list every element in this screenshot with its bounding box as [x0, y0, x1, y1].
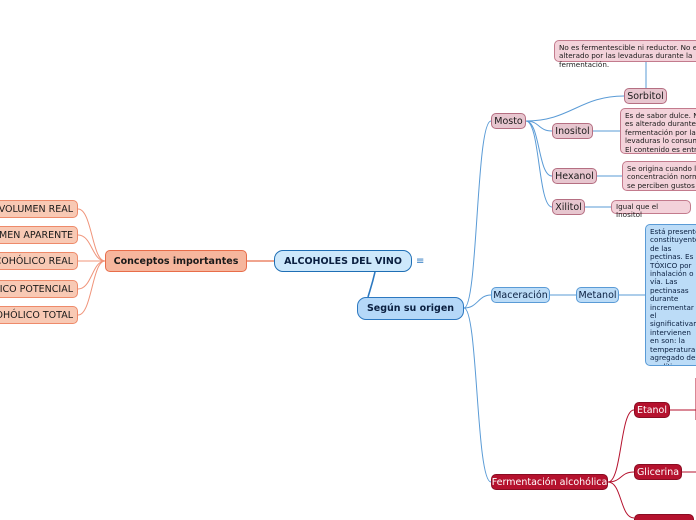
central-topic-label: ALCOHOLES DEL VINO — [284, 255, 402, 267]
fermentacion-child-node[interactable] — [634, 514, 694, 520]
concepto-item-label: GRADO ALCOHÓLICO REAL — [0, 255, 73, 267]
concepto-item[interactable]: GRADO ALCOHÓLICO REAL — [0, 252, 78, 270]
inositol-node[interactable]: Inositol — [552, 123, 593, 139]
concepto-item-label: GRADO ALCOHÓLICO POTENCIAL — [0, 283, 73, 295]
inositol-note-text: Es de sabor dulce. No es alterado durant… — [625, 111, 696, 154]
metanol-note: Está presente constituyente de las pecti… — [645, 224, 696, 366]
conceptos-importantes-topic[interactable]: Conceptos importantes — [105, 250, 247, 272]
sorbitol-node[interactable]: Sorbitol — [624, 88, 667, 104]
concepto-item[interactable]: VOLUMEN REAL — [0, 200, 78, 218]
etanol-node[interactable]: Etanol — [634, 402, 670, 418]
glicerina-node[interactable]: Glicerina — [634, 464, 682, 480]
concepto-item-label: GRADO ALCOHÓLICO TOTAL — [0, 309, 73, 321]
conceptos-label: Conceptos importantes — [113, 255, 239, 267]
xilitol-label: Xilitol — [555, 201, 582, 213]
maceracion-label: Maceración — [493, 289, 548, 301]
segun-su-origen-topic[interactable]: Según su origen — [357, 297, 464, 320]
metanol-note-text: Está presente constituyente de las pecti… — [650, 227, 696, 366]
concepto-item[interactable]: GRADO ALCOHÓLICO TOTAL — [0, 306, 78, 324]
central-topic[interactable]: ALCOHOLES DEL VINO — [274, 250, 412, 272]
metanol-node[interactable]: Metanol — [576, 287, 619, 303]
concepto-item[interactable]: GRADO ALCOHÓLICO POTENCIAL — [0, 280, 78, 298]
menu-icon[interactable]: ≡ — [416, 256, 425, 267]
xilitol-note: Igual que el Inositol — [611, 200, 691, 219]
sorbitol-label: Sorbitol — [627, 90, 664, 102]
inositol-note: Es de sabor dulce. No es alterado durant… — [620, 108, 696, 154]
concepto-item[interactable]: VOLUMEN APARENTE — [0, 226, 78, 244]
sorbitol-note: No es fermentescible ni reductor. No es … — [554, 40, 696, 68]
segun-label: Según su origen — [366, 303, 455, 314]
fermentacion-label: Fermentación alcohólica — [491, 476, 608, 488]
fermentacion-alcoholica-node[interactable]: Fermentación alcohólica — [491, 474, 608, 490]
mosto-label: Mosto — [494, 115, 523, 127]
xilitol-note-text: Igual que el Inositol — [616, 202, 659, 220]
hexanol-label: Hexanol — [555, 170, 594, 182]
mosto-node[interactable]: Mosto — [491, 113, 526, 129]
etanol-label: Etanol — [636, 404, 668, 416]
metanol-label: Metanol — [578, 289, 617, 301]
concepto-item-label: VOLUMEN APARENTE — [0, 229, 73, 241]
inositol-label: Inositol — [555, 125, 590, 137]
hexanol-note: Se origina cuando la concentración norma… — [622, 161, 696, 191]
hexanol-note-text: Se origina cuando la concentración norma… — [627, 164, 696, 190]
xilitol-node[interactable]: Xilitol — [552, 199, 585, 215]
hexanol-node[interactable]: Hexanol — [552, 168, 597, 184]
sorbitol-note-text: No es fermentescible ni reductor. No es … — [559, 43, 696, 69]
glicerina-label: Glicerina — [636, 466, 680, 478]
concepto-item-label: VOLUMEN REAL — [0, 203, 73, 215]
maceracion-node[interactable]: Maceración — [491, 287, 550, 303]
